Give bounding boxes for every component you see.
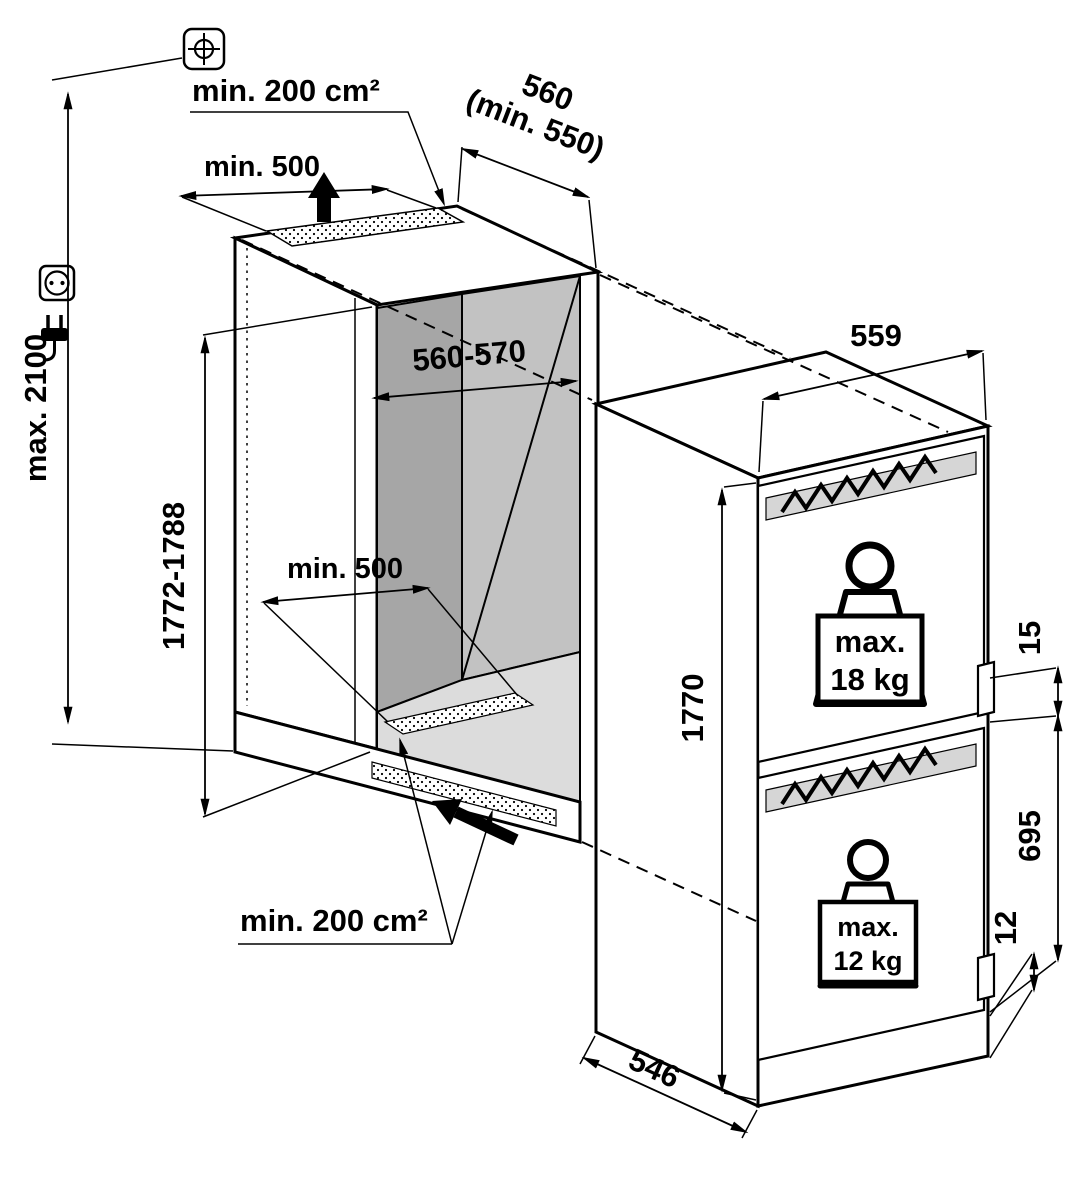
dim-floor-vent-width: min. 500 [260, 553, 519, 723]
middle-hinge-block [976, 660, 996, 718]
dim-bottom-vent-area: min. 200 cm² [238, 737, 493, 945]
niche-floor-vent-strip [383, 692, 535, 735]
dim-inner-height: 1772-1788 [156, 306, 373, 818]
dim-top-offset: 15 [989, 621, 1063, 723]
upper-door-load-line2: 18 kg [830, 662, 909, 697]
niche-bottom-vent-strip [371, 761, 557, 827]
appliance-height-label: 1770 [675, 674, 710, 743]
lower-door-height-label: 695 [1012, 810, 1047, 862]
appliance-width-label: 559 [850, 318, 902, 353]
lower-door-weight-icon: max. 12 kg [817, 839, 919, 989]
upper-door-load-box [815, 613, 925, 705]
niche-top-vent-strip [264, 207, 466, 247]
lower-door-load-line2: 12 kg [833, 946, 902, 976]
bottom-offset-label: 12 [988, 911, 1023, 945]
appliance-drawing: max. 18 kg max. 12 kg [591, 350, 996, 1109]
dim-ceiling-height: max. 2100 [18, 57, 234, 752]
inner-height-label: 1772-1788 [156, 502, 191, 650]
power-plug-icon [41, 315, 68, 362]
upper-door-bracket-strip [765, 451, 977, 521]
lower-door-load-box [817, 899, 919, 985]
ceiling-height-label: max. 2100 [18, 334, 53, 482]
dim-appliance-height: 1770 [675, 482, 757, 1101]
top-offset-label: 15 [1012, 621, 1047, 655]
floor-vent-width-label: min. 500 [287, 553, 403, 585]
top-vent-area-label: min. 200 cm² [192, 73, 380, 108]
lower-door-bracket-strip [765, 743, 977, 813]
bottom-vent-area-label: min. 200 cm² [240, 903, 428, 938]
upper-door-weight-icon: max. 18 kg [813, 541, 927, 707]
upper-door-load-line1: max. [835, 624, 906, 659]
appliance-left-side [594, 401, 760, 1109]
lower-door-load-line1: max. [837, 912, 899, 942]
dim-lower-door-height: 695 [989, 713, 1063, 1013]
bottom-hinge-block [976, 952, 996, 1002]
niche-drawing [229, 204, 604, 844]
niche-interior-floor [376, 650, 581, 804]
dim-bottom-offset: 12 [988, 911, 1039, 1059]
dim-top-vent-width: min. 500 [178, 151, 437, 232]
dim-appliance-width: 559 [758, 318, 987, 473]
registration-mark-icon [182, 27, 226, 71]
dim-top-vent-area: min. 200 cm² [190, 73, 445, 207]
top-vent-width-label: min. 500 [204, 151, 320, 183]
